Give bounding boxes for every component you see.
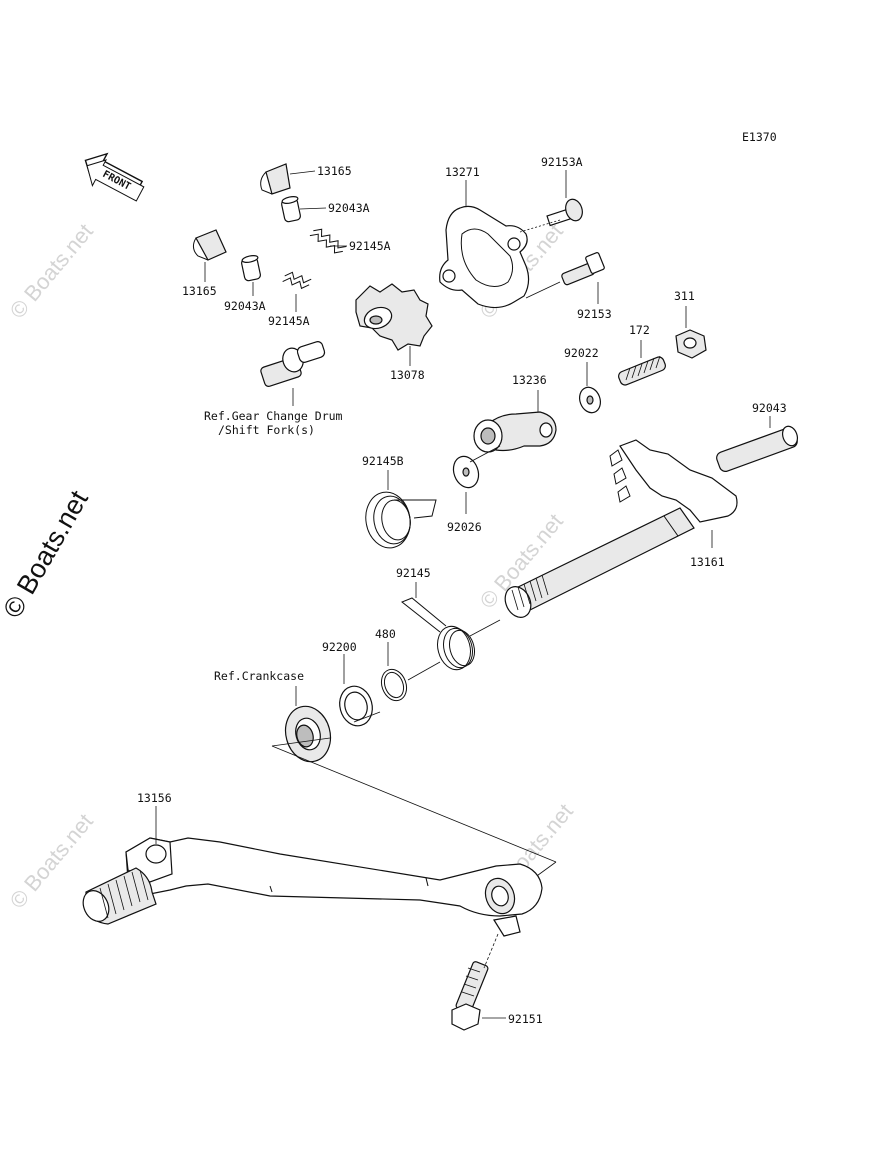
part-92145-spring: 92145 <box>396 566 475 671</box>
part-311-nut: 311 <box>674 289 707 359</box>
part-92043A-top: 92043A <box>281 196 370 223</box>
ref-gear-change-line1: Ref.Gear Change Drum <box>204 409 343 423</box>
part-crankcase-seal: Ref.Crankcase <box>214 669 332 763</box>
part-92153-bolt: 92153 <box>525 252 612 321</box>
label-480: 480 <box>375 627 396 641</box>
label-92043A-top: 92043A <box>328 201 370 215</box>
label-13236: 13236 <box>512 373 547 387</box>
label-92145A-top: 92145A <box>349 239 391 253</box>
watermark-main: © Boats.net <box>0 485 94 623</box>
label-92043A-left: 92043A <box>224 299 266 313</box>
label-92153A: 92153A <box>541 155 583 169</box>
label-92145: 92145 <box>396 566 431 580</box>
part-92153A-bolt: 92153A <box>519 155 583 233</box>
part-13165-left: 13165 <box>182 229 227 298</box>
part-13161-shift-shaft: 13161 <box>504 439 738 618</box>
front-arrow-icon: FRONT <box>84 152 145 202</box>
label-13161: 13161 <box>690 555 725 569</box>
label-172: 172 <box>629 323 650 337</box>
label-13165-left: 13165 <box>182 284 217 298</box>
ref-gear-change-line2: /Shift Fork(s) <box>218 423 315 437</box>
label-92026: 92026 <box>447 520 482 534</box>
label-92151: 92151 <box>508 1012 543 1026</box>
label-13165-top: 13165 <box>317 164 352 178</box>
label-92200: 92200 <box>322 640 357 654</box>
label-92145A-left: 92145A <box>268 314 310 328</box>
assembly-guidelines <box>271 445 557 879</box>
part-13078-shift-drum-cam: 13078 <box>355 283 433 382</box>
part-13271-plate: 13271 <box>439 165 530 309</box>
part-13236-lever: 13236 <box>473 373 557 453</box>
label-92153: 92153 <box>577 307 612 321</box>
part-480-circlip: 480 <box>375 627 408 702</box>
part-92200-washer: 92200 <box>322 640 373 727</box>
part-172-stud: 172 <box>618 323 666 386</box>
label-13078: 13078 <box>390 368 425 382</box>
label-13271: 13271 <box>445 165 480 179</box>
part-92043A-left: 92043A <box>224 255 266 313</box>
label-311: 311 <box>674 289 695 303</box>
label-92022: 92022 <box>564 346 599 360</box>
part-92145A-left: 92145A <box>268 271 312 328</box>
ref-crankcase: Ref.Crankcase <box>214 669 304 683</box>
part-92145B-spring: 92145B <box>362 454 437 549</box>
diagram-code: E1370 <box>742 130 777 144</box>
watermark-1: © Boats.net <box>5 219 98 323</box>
label-92043: 92043 <box>752 401 787 415</box>
part-92022-washer: 92022 <box>564 346 601 414</box>
label-13156: 13156 <box>137 791 172 805</box>
part-92145A-top: 92145A <box>309 228 391 254</box>
part-92043-pin: 92043 <box>716 401 799 472</box>
part-gear-change-stud: Ref.Gear Change Drum /Shift Fork(s) <box>204 341 343 437</box>
part-92151-bolt: 92151 <box>451 933 543 1031</box>
part-92026-washer: 92026 <box>447 455 482 534</box>
label-92145B: 92145B <box>362 454 404 468</box>
part-13156-shift-pedal: 13156 <box>82 791 543 937</box>
part-13165-top: 13165 <box>260 163 352 195</box>
